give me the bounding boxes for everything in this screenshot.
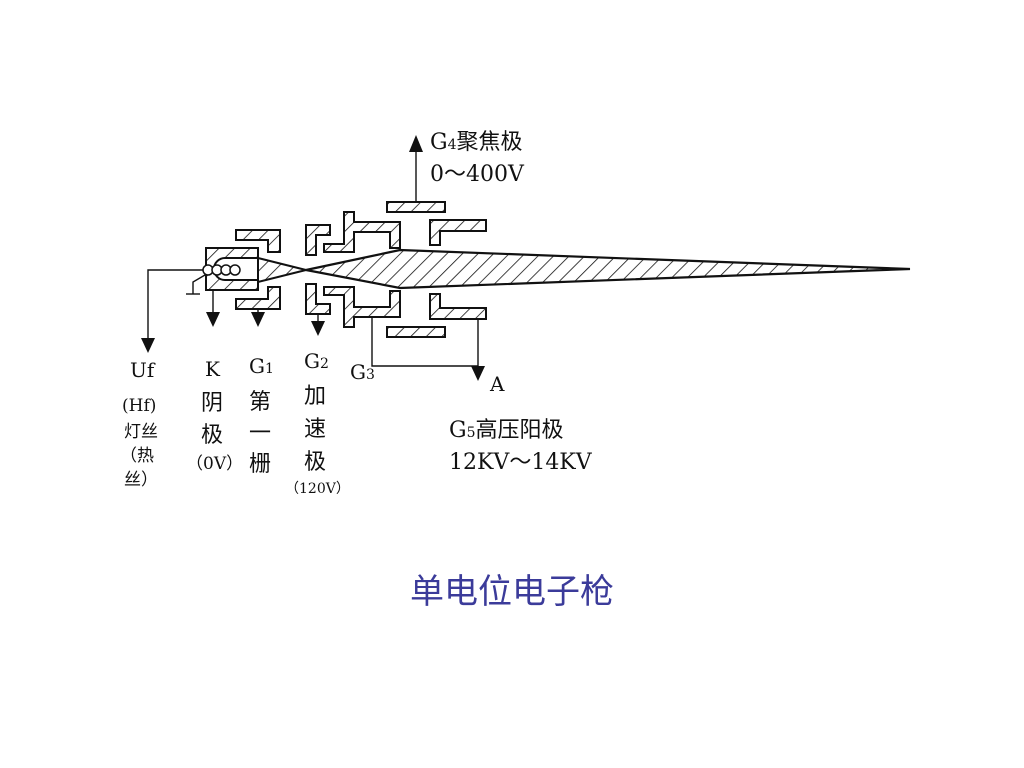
electron-beam — [257, 248, 911, 290]
a-label: A — [489, 372, 505, 396]
filament-coil — [202, 264, 241, 276]
uf-arrow-icon — [141, 338, 155, 353]
filament-line1: 灯丝 — [124, 422, 158, 442]
anode-g5 — [429, 219, 487, 320]
cathode-char1: 阴 — [201, 391, 223, 416]
a-arrow-icon — [471, 366, 485, 381]
g1-arrow-icon — [251, 312, 265, 327]
hf-label: (Hf) — [122, 396, 156, 416]
g2-label: G2 — [304, 349, 329, 373]
g1-char2: 一 — [249, 421, 271, 446]
g5-label: G5高压阳极 — [449, 418, 564, 443]
g4-voltage: 0～400V — [430, 162, 525, 187]
g4-label: G4聚焦极 — [430, 130, 523, 155]
grid-g2-g3 — [305, 211, 401, 328]
k-arrow-icon — [206, 312, 220, 327]
g3-label: G3 — [350, 360, 375, 384]
filament-leads — [147, 269, 206, 340]
cathode-voltage: （0V） — [186, 454, 243, 474]
filament-line3: 丝） — [124, 470, 158, 490]
g1-char1: 第 — [249, 390, 271, 415]
uf-label: Uf — [130, 358, 156, 382]
cathode-char2: 极 — [201, 423, 223, 448]
g2-voltage: （120V） — [285, 481, 350, 497]
k-label: K — [205, 357, 221, 381]
g1-char3: 栅 — [249, 452, 271, 477]
diagram-title: 单电位电子枪 — [410, 572, 614, 612]
g2-char2: 速 — [304, 417, 326, 442]
g2-char1: 加 — [304, 384, 326, 409]
filament-line2: （热 — [120, 446, 154, 466]
g1-label: G1 — [249, 354, 274, 378]
g2-char3: 极 — [304, 450, 326, 475]
g2-arrow-icon — [311, 321, 325, 336]
arrowheads — [141, 135, 485, 381]
g5-voltage: 12KV～14KV — [449, 450, 593, 475]
grid-g1 — [235, 229, 281, 310]
g4-arrow-icon — [409, 135, 423, 152]
